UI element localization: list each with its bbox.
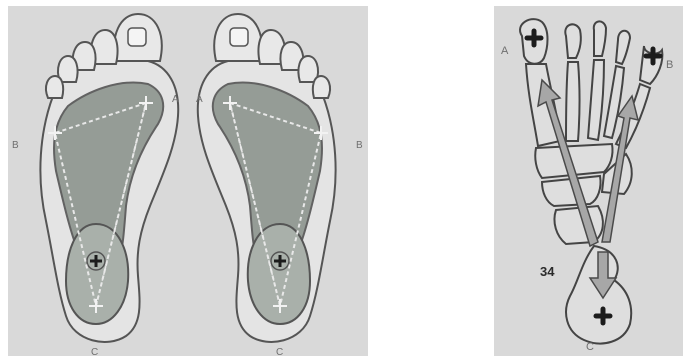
left-foot-label-b: B bbox=[12, 140, 19, 151]
second-toe-bone bbox=[565, 24, 580, 58]
footprint-tripod-figure: A A B B C C bbox=[8, 6, 368, 356]
left-foot-label-a: A bbox=[172, 94, 179, 105]
label-c: C bbox=[586, 341, 594, 353]
label-a: A bbox=[501, 45, 509, 57]
figure-number: 34 bbox=[540, 264, 555, 279]
label-b: B bbox=[666, 59, 673, 71]
third-toe-bone bbox=[594, 21, 606, 56]
second-metatarsal bbox=[566, 62, 580, 141]
left-foot-toe-5 bbox=[46, 76, 63, 98]
foot-skeleton-figure: A B C 34 bbox=[494, 6, 683, 356]
right-foot-label-b: B bbox=[356, 140, 363, 151]
right-foot-label-c: C bbox=[276, 347, 283, 356]
footprint-tripod-drawing: A A B B C C bbox=[8, 6, 368, 356]
left-foot-label-c: C bbox=[91, 347, 98, 356]
left-foot-heel-oval bbox=[66, 224, 128, 324]
right-foot-label-a: A bbox=[196, 94, 203, 105]
foot-skeleton-drawing: A B C 34 bbox=[494, 6, 683, 356]
